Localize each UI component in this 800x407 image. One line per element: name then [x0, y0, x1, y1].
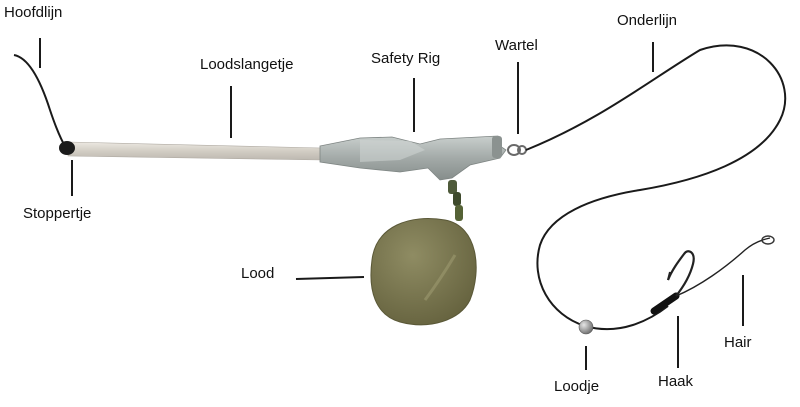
pointer-lines — [39, 38, 744, 370]
hooklink — [525, 44, 787, 331]
lead-tube — [67, 141, 323, 161]
lead-weight — [370, 218, 477, 326]
label-loodslangetje: Loodslangetje — [200, 56, 294, 73]
label-onderlijn: Onderlijn — [617, 12, 678, 29]
label-lood: Lood — [241, 265, 275, 282]
hair — [675, 237, 771, 297]
stopper-bead — [59, 141, 75, 155]
hook — [666, 250, 695, 297]
safety-rig-body — [319, 135, 507, 181]
split-shot — [578, 319, 594, 335]
swivel — [507, 144, 521, 156]
label-stoppertje: Stoppertje — [23, 205, 92, 222]
main-line — [13, 54, 67, 149]
label-haak: Haak — [658, 373, 694, 390]
label-loodje: Loodje — [554, 378, 600, 395]
label-safety-rig: Safety Rig — [371, 50, 441, 67]
label-hoofdlijn: Hoofdlijn — [4, 4, 63, 21]
label-hair: Hair — [724, 334, 752, 351]
label-wartel: Wartel — [495, 37, 538, 54]
